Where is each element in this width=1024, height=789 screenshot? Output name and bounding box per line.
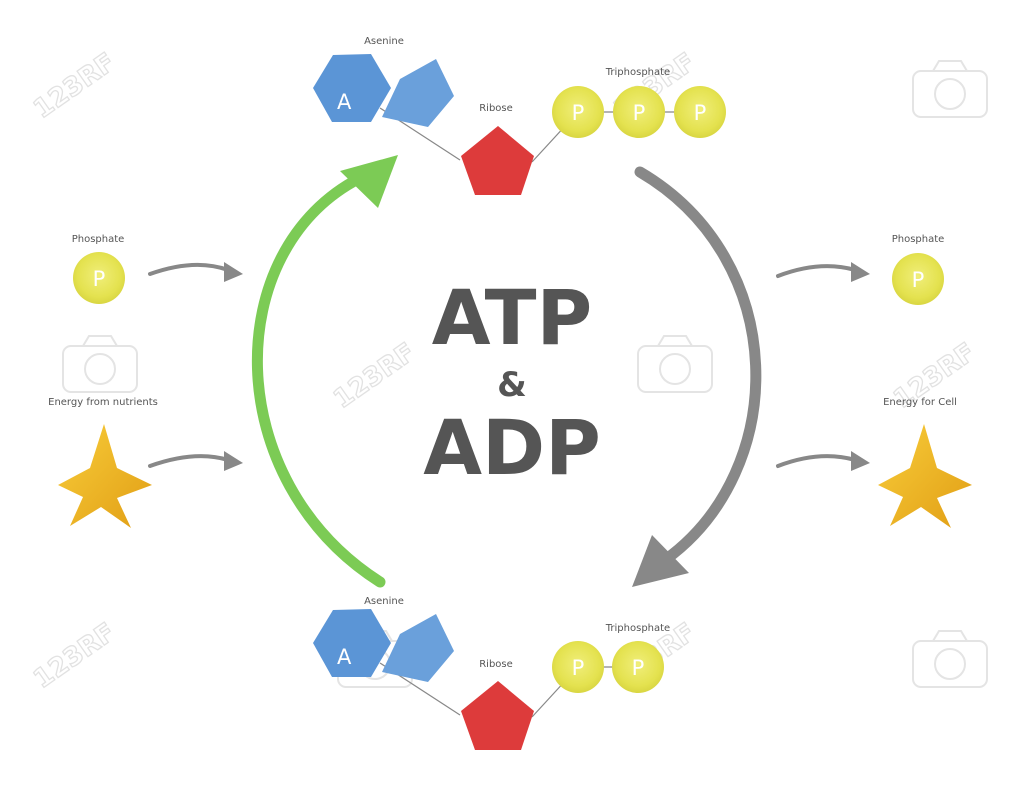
atp-sugar-label: Ribose [479, 103, 513, 114]
synthesis-arrow [251, 155, 398, 588]
energy-star-icon [58, 424, 152, 528]
atp-molecule: A P P P [313, 54, 726, 195]
adp-sugar-label: Ribose [479, 659, 513, 670]
adenine-pentagon [382, 614, 454, 682]
output-energy-arrow [776, 451, 870, 471]
phosphate-1-letter: P [572, 656, 585, 680]
atp-phosphate-group-label: Triphosphate [605, 67, 671, 78]
adp-base-label: Asenine [364, 596, 404, 607]
adenine-letter: A [337, 90, 352, 114]
adenine-hexagon [313, 609, 391, 677]
adenine-pentagon [382, 59, 454, 127]
watermark-logo [27, 616, 122, 690]
phosphate-3: P [674, 86, 726, 138]
adenine-hexagon [313, 54, 391, 122]
input-phosphate: P [73, 252, 125, 304]
input-phosphate-letter: P [93, 267, 106, 291]
phosphate-2-letter: P [632, 656, 645, 680]
input-phosphate-label: Phosphate [71, 234, 125, 245]
output-phosphate-arrow [776, 262, 870, 282]
output-energy-label: Energy for Cell [883, 397, 957, 408]
hydrolysis-arrow [632, 166, 762, 587]
watermark-logo [27, 46, 122, 120]
adenine-letter: A [337, 645, 352, 669]
output-phosphate-letter: P [912, 268, 925, 292]
output-phosphate: P [892, 253, 944, 305]
phosphate-3-letter: P [694, 101, 707, 125]
title-ampersand: & [497, 365, 527, 405]
input-energy-arrow [148, 451, 243, 471]
title-adp: ADP [423, 403, 601, 492]
ribose-pentagon [461, 126, 534, 195]
watermark-camera-icon [912, 60, 988, 118]
phosphate-1-letter: P [572, 101, 585, 125]
atp-base-label: Asenine [364, 36, 404, 47]
input-energy-label: Energy from nutrients [48, 397, 158, 408]
phosphate-2-letter: P [633, 101, 646, 125]
watermark-camera-icon [62, 335, 138, 393]
watermark-camera-icon [637, 335, 713, 393]
adp-molecule: A P P [313, 609, 664, 750]
title-atp: ATP [431, 273, 593, 362]
phosphate-1: P [552, 641, 604, 693]
input-phosphate-arrow [148, 262, 243, 282]
energy-star-icon [878, 424, 972, 528]
watermark-camera-icon [912, 630, 988, 688]
watermark-logo [327, 336, 422, 410]
adp-phosphate-group-label: Triphosphate [605, 623, 671, 634]
ribose-pentagon [461, 681, 534, 750]
phosphate-1: P [552, 86, 604, 138]
phosphate-2: P [612, 641, 664, 693]
phosphate-2: P [613, 86, 665, 138]
output-phosphate-label: Phosphate [891, 234, 945, 245]
